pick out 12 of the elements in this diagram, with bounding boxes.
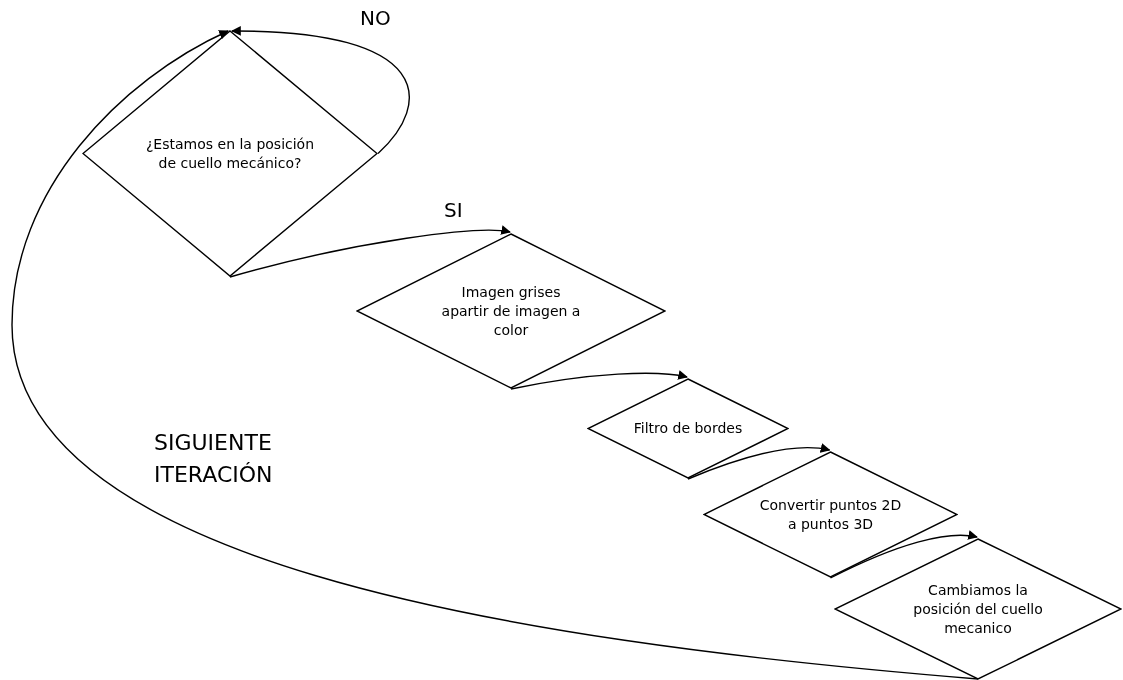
arrow [229, 225, 511, 278]
step-text: Convertir puntos 2D a puntos 3D [758, 495, 903, 534]
step-text: Cambiamos la posición del cuello mecanico [912, 580, 1044, 638]
arrow [231, 26, 410, 155]
step-text: Imagen grises apartir de imagen a color [440, 282, 582, 340]
arrow [687, 443, 831, 480]
arrow [829, 530, 978, 579]
arrow [11, 30, 979, 680]
loop-label: SIGUIENTE ITERACIÓN [154, 429, 274, 489]
arrow [510, 370, 688, 390]
step-text: ¿Estamos en la posición de cuello mecánico? [144, 134, 316, 173]
step-text: Filtro de bordes [632, 419, 744, 438]
